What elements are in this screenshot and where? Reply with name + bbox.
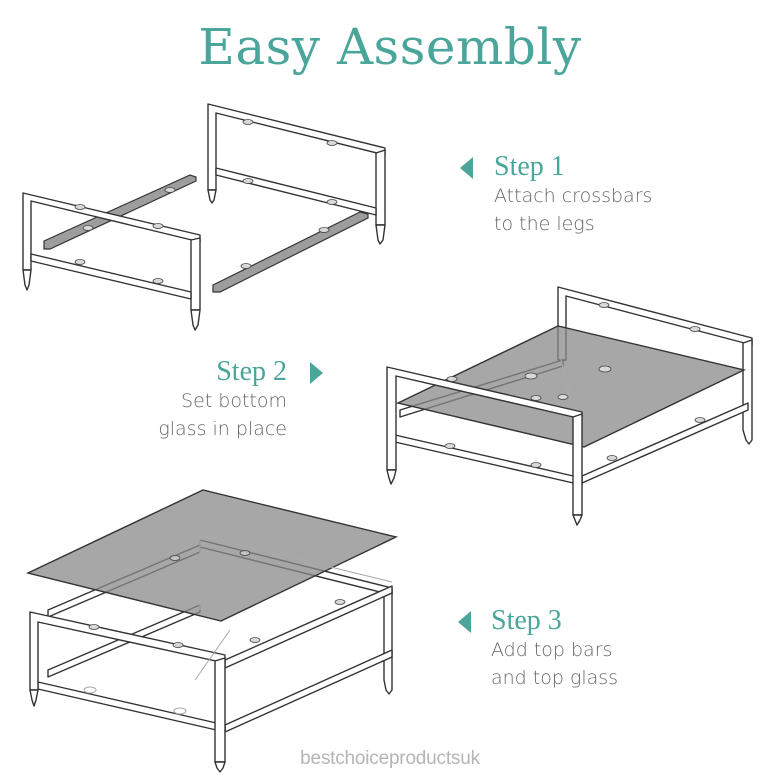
step-1-line-1: Attach crossbars	[494, 185, 653, 207]
step-1-line-2: to the legs	[494, 213, 595, 235]
step-1-heading: Step 1	[494, 151, 565, 182]
step-3-arrow-icon	[458, 611, 471, 633]
step-2-heading: Step 2	[216, 356, 287, 387]
step-3-heading: Step 3	[491, 605, 562, 636]
step-3-line-1: Add top bars	[491, 639, 613, 661]
step-3-illustration	[25, 489, 399, 773]
step-2-block: Step 2 Set bottom glass in place	[158, 357, 287, 443]
step-2-line-2: glass in place	[158, 418, 287, 440]
step-2-line-1: Set bottom	[181, 390, 287, 412]
step-1-illustration	[22, 103, 386, 331]
step-2-illustration	[386, 286, 753, 526]
step-1-arrow-icon	[460, 157, 473, 179]
watermark: bestchoiceproductsuk	[300, 748, 480, 769]
step-2-arrow-icon	[310, 362, 323, 384]
step-3-line-2: and top glass	[491, 667, 619, 689]
step-1-block: Step 1 Attach crossbars to the legs	[494, 152, 652, 238]
page-title: Easy Assembly	[198, 18, 582, 76]
step-3-block: Step 3 Add top bars and top glass	[491, 606, 618, 692]
